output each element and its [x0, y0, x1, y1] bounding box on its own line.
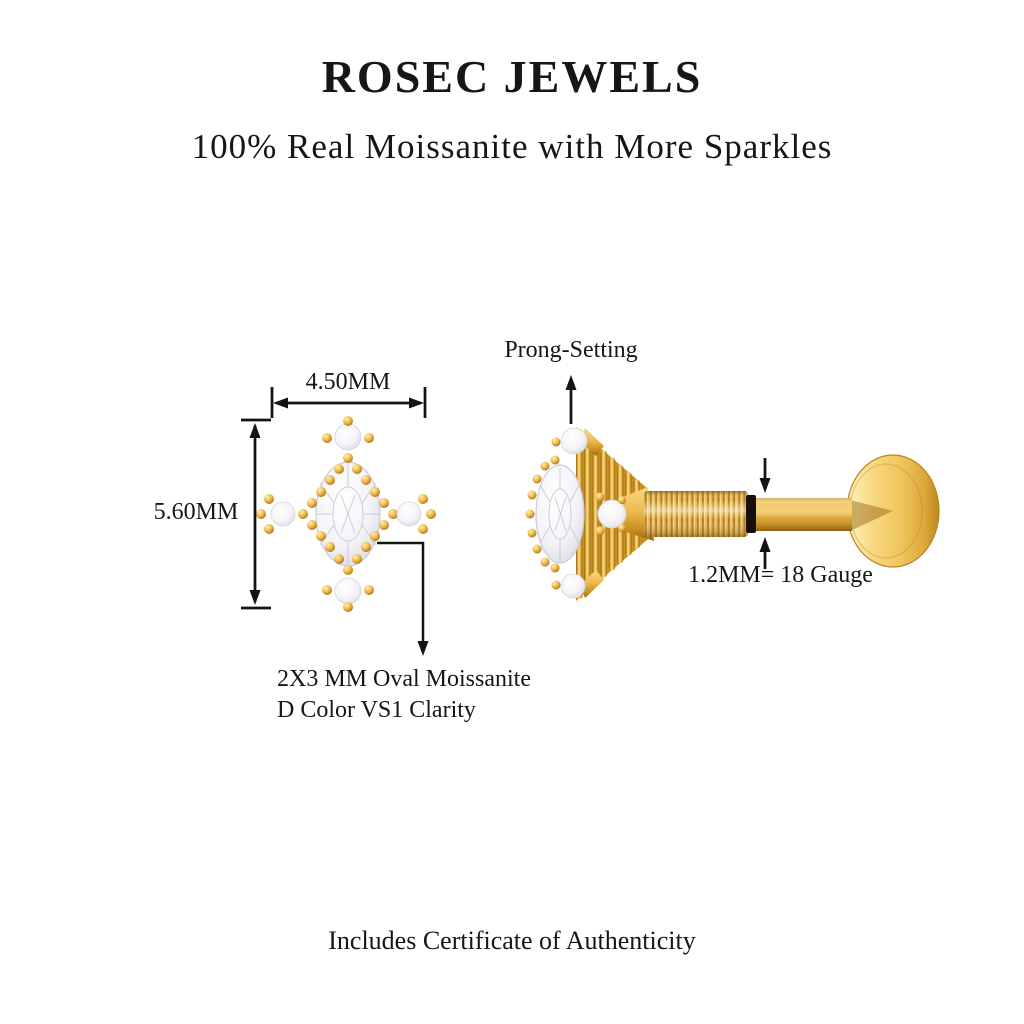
stone-spec-line2: D Color VS1 Clarity	[277, 697, 476, 723]
width-dimension-label: 4.50MM	[305, 369, 391, 395]
front-view-earring	[256, 416, 436, 612]
halo-beads	[298, 453, 398, 575]
side-view-earring	[525, 427, 940, 601]
height-dimension-arrow	[241, 418, 271, 610]
gauge-label: 1.2MM= 18 Gauge	[688, 562, 873, 588]
stone-leader-arrow	[377, 541, 429, 656]
stone-spec-label: 2X3 MM Oval Moissanite D Color VS1 Clari…	[277, 664, 567, 726]
dimension-lines	[241, 375, 771, 656]
oval-moissanite-side	[535, 464, 585, 564]
bottom-prong-cup	[580, 570, 604, 598]
tagline: 100% Real Moissanite with More Sparkles	[191, 127, 833, 166]
certificate-note: Includes Certificate of Authenticity	[328, 926, 696, 955]
height-dimension-label: 5.60MM	[153, 499, 239, 525]
o-ring	[746, 495, 756, 533]
threaded-post	[644, 491, 748, 537]
right-accent-stone	[595, 492, 627, 536]
oval-moissanite-front	[315, 461, 381, 567]
top-prong-cup	[580, 428, 604, 456]
prong-setting-label: Prong-Setting	[504, 337, 638, 363]
gauge-arrows	[759, 458, 771, 569]
smooth-post	[756, 498, 852, 531]
post-shadow-on-disc	[850, 500, 893, 531]
accent-stones-side	[551, 427, 588, 599]
brand-title: ROSEC JEWELS	[321, 51, 703, 102]
prong-setting-arrow	[565, 375, 577, 424]
stone-spec-line1: 2X3 MM Oval Moissanite	[277, 666, 531, 692]
side-halo-beads	[525, 455, 560, 573]
accent-stones-front	[256, 416, 436, 612]
width-dimension-arrow	[270, 387, 427, 418]
